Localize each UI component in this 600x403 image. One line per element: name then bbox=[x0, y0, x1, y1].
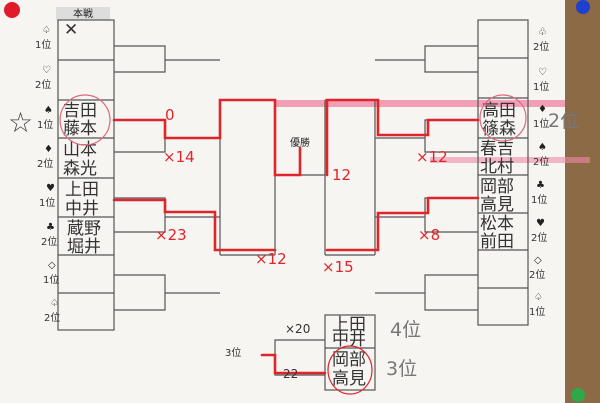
blue-pin-icon bbox=[576, 0, 590, 14]
glare-band bbox=[430, 157, 590, 163]
svg-text:1位: 1位 bbox=[531, 193, 547, 206]
svg-text:◇: ◇ bbox=[534, 255, 542, 266]
final-label: 優勝 bbox=[290, 136, 310, 149]
left-boxes bbox=[57, 19, 115, 331]
svg-text:2位: 2位 bbox=[35, 78, 51, 91]
svg-text:3位: 3位 bbox=[225, 346, 241, 359]
team-name: 篠森 bbox=[482, 119, 516, 139]
green-pin-icon bbox=[571, 388, 585, 402]
team-name: 松本 bbox=[480, 214, 514, 234]
svg-text:♥: ♥ bbox=[536, 218, 545, 229]
wood-background bbox=[565, 0, 600, 403]
svg-text:♦: ♦ bbox=[44, 144, 53, 155]
svg-text:岡部: 岡部 bbox=[332, 350, 366, 370]
svg-text:中井: 中井 bbox=[332, 330, 366, 350]
team-name: 上田 bbox=[65, 180, 99, 200]
star-mark: ☆ bbox=[8, 106, 33, 139]
winner-circle bbox=[59, 94, 111, 146]
svg-text:♤: ♤ bbox=[42, 25, 51, 36]
header-bar bbox=[56, 7, 110, 20]
winner-circle bbox=[479, 94, 527, 142]
winner-paths bbox=[112, 98, 480, 375]
svg-text:♧: ♧ bbox=[538, 27, 547, 38]
team-name: 蔵野 bbox=[67, 219, 101, 239]
svg-text:×8: ×8 bbox=[418, 226, 440, 244]
right-boxes bbox=[477, 19, 529, 326]
team-name: 堀井 bbox=[67, 237, 101, 257]
paper bbox=[0, 0, 565, 403]
svg-text:♡: ♡ bbox=[42, 65, 51, 76]
svg-text:♠: ♠ bbox=[538, 142, 547, 153]
team-name: 中井 bbox=[65, 199, 99, 219]
right-seed-labels: ♧ 2位 ♡ 1位 ♦ 1位 ♠ 2位 ♣ 1位 ♥ 2位 ◇ 2位 ♤ 1位 bbox=[529, 27, 549, 318]
svg-text:2位: 2位 bbox=[533, 155, 549, 168]
svg-text:♥: ♥ bbox=[46, 183, 55, 194]
svg-text:2位: 2位 bbox=[44, 311, 60, 324]
glare-band bbox=[275, 100, 565, 107]
svg-text:♠: ♠ bbox=[44, 105, 53, 116]
svg-text:22: 22 bbox=[283, 367, 298, 381]
svg-text:0: 0 bbox=[165, 106, 175, 124]
right-rank-note: 2位 bbox=[548, 110, 579, 132]
svg-text:♤: ♤ bbox=[50, 298, 59, 309]
svg-text:×12: ×12 bbox=[416, 148, 448, 166]
svg-text:×15: ×15 bbox=[322, 258, 354, 276]
svg-text:1位: 1位 bbox=[533, 80, 549, 93]
svg-text:1位: 1位 bbox=[533, 117, 549, 130]
svg-text:1位: 1位 bbox=[43, 273, 59, 286]
red-pin-icon bbox=[4, 2, 20, 18]
crossed-mark: ✕ bbox=[64, 20, 78, 40]
svg-text:1位: 1位 bbox=[529, 305, 545, 318]
left-seed-labels: ♤ 1位 ♡ 2位 ♠ 1位 ♦ 2位 ♥ 1位 ♣ 2位 ◇ 1位 ♤ 2位 bbox=[35, 25, 60, 324]
svg-text:高見: 高見 bbox=[332, 369, 366, 389]
team-name: 吉田 bbox=[63, 101, 97, 121]
svg-text:2位: 2位 bbox=[533, 40, 549, 53]
svg-text:×12: ×12 bbox=[255, 250, 287, 268]
svg-text:2位: 2位 bbox=[529, 268, 545, 281]
svg-text:×14: ×14 bbox=[163, 148, 195, 166]
svg-text:2位: 2位 bbox=[531, 231, 547, 244]
team-name: 藤本 bbox=[63, 119, 97, 139]
svg-text:2位: 2位 bbox=[41, 235, 57, 248]
team-name: 北村 bbox=[480, 157, 514, 177]
svg-text:♦: ♦ bbox=[538, 104, 547, 115]
svg-text:×20: ×20 bbox=[285, 322, 310, 336]
svg-text:♡: ♡ bbox=[538, 67, 547, 78]
svg-text:♤: ♤ bbox=[534, 292, 543, 303]
team-name: 春吉 bbox=[480, 139, 514, 159]
header-title: 本戦 bbox=[73, 7, 93, 20]
svg-text:3位: 3位 bbox=[386, 358, 417, 380]
svg-text:1位: 1位 bbox=[39, 196, 55, 209]
scores: 0 ×14 ×23 ×12 12 ×15 ×12 ×8 ×20 22 bbox=[155, 106, 448, 381]
team-name: 高田 bbox=[482, 101, 516, 121]
svg-text:1位: 1位 bbox=[37, 118, 53, 131]
svg-text:1位: 1位 bbox=[35, 38, 51, 51]
svg-text:上田: 上田 bbox=[332, 315, 366, 335]
team-name: 岡部 bbox=[480, 177, 514, 197]
svg-text:2位: 2位 bbox=[37, 157, 53, 170]
third-place-match: 3位 上田 中井 岡部 高見 4位 3位 bbox=[225, 315, 421, 395]
team-name: 山本 bbox=[63, 140, 97, 160]
svg-text:12: 12 bbox=[332, 166, 351, 184]
svg-text:×23: ×23 bbox=[155, 226, 187, 244]
svg-text:◇: ◇ bbox=[48, 260, 56, 271]
team-name: 前田 bbox=[480, 232, 514, 252]
svg-text:4位: 4位 bbox=[390, 319, 421, 341]
svg-text:♣: ♣ bbox=[46, 222, 55, 233]
team-name: 高見 bbox=[480, 195, 514, 215]
svg-text:♣: ♣ bbox=[536, 180, 545, 191]
team-name: 森光 bbox=[63, 159, 97, 179]
